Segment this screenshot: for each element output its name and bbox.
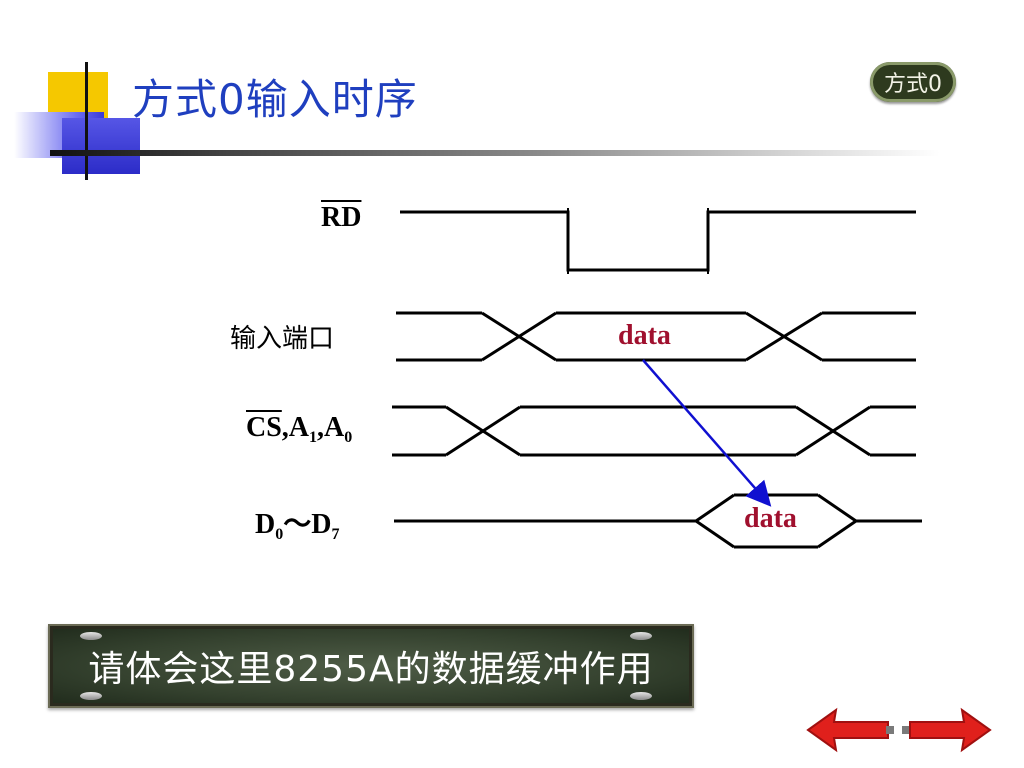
data-bus-label: data: [744, 503, 797, 534]
a0-subscript: 0: [344, 429, 353, 446]
rd-waveform: [400, 210, 916, 272]
data-port-label: data: [618, 320, 671, 351]
nav-arrows: [806, 707, 992, 753]
data-bus-waveform: [394, 493, 922, 549]
d0-d7-label: D0～D7: [255, 502, 339, 544]
input-port-label: 输入端口: [230, 324, 335, 354]
board-screw: [80, 692, 102, 700]
note-text: 请体会这里8255A的数据缓冲作用: [88, 649, 654, 690]
corner-decoration-blue-square: [62, 118, 140, 174]
board-screw: [630, 692, 652, 700]
board-screw: [80, 632, 102, 640]
note-board: 请体会这里8255A的数据缓冲作用: [48, 624, 694, 708]
board-screw: [630, 632, 652, 640]
cs-a-text: ,A: [281, 412, 310, 443]
page-title: 方式0输入时序: [132, 75, 418, 124]
d-tilde-text: ～D: [283, 509, 332, 540]
cs-waveform: [392, 405, 916, 457]
cs-label-text: CS: [246, 412, 282, 443]
input-port-waveform: [396, 311, 916, 362]
d-text: D: [255, 509, 276, 540]
rd-label: RD: [321, 202, 361, 234]
mode-badge: 方式0: [870, 62, 956, 102]
transfer-arrow: [642, 359, 772, 507]
cs-a1-a0-label: CS,A1,A0: [246, 412, 352, 447]
timing-diagram: [392, 208, 922, 549]
corner-vertical-line: [85, 62, 88, 180]
forward-arrow-icon[interactable]: [902, 707, 992, 753]
d7-subscript: 7: [331, 526, 340, 543]
back-arrow-icon[interactable]: [806, 707, 894, 753]
title-divider: [50, 150, 940, 156]
d0-subscript: 0: [275, 526, 284, 543]
a0-sep-text: ,A: [317, 412, 345, 443]
a1-subscript: 1: [309, 429, 318, 446]
rd-label-text: RD: [321, 202, 362, 233]
